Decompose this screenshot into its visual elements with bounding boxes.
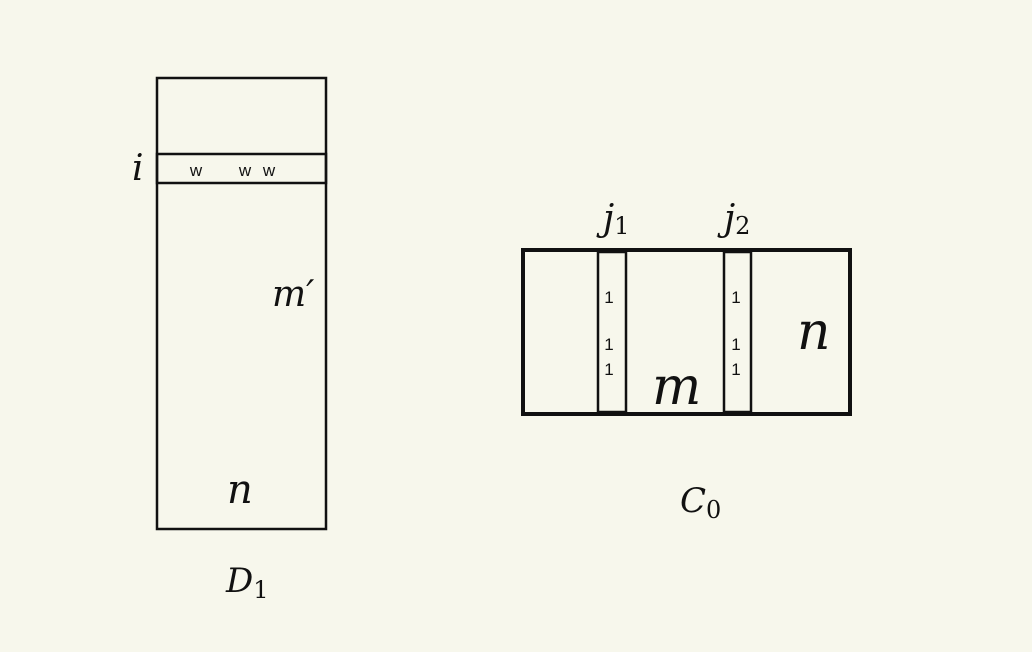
matrix-c0-column-j2 <box>722 250 753 414</box>
height-label-m: m <box>652 357 701 417</box>
matrix-c0: j1 j2 1 1 1 1 1 1 m n C0 <box>521 198 852 524</box>
col1-entry-3: 1 <box>604 360 613 379</box>
row-entry-1: w <box>189 161 203 180</box>
col1-entry-2: 1 <box>604 335 613 354</box>
col1-entry-1: 1 <box>604 288 613 307</box>
matrix-c0-column-j1 <box>596 250 628 414</box>
matrix-d1: i w w w m′ n D1 <box>132 76 328 604</box>
col2-entry-3: 1 <box>731 360 740 379</box>
column-label-j1: j1 <box>596 198 629 240</box>
col2-entry-1: 1 <box>731 288 740 307</box>
width-label-n-right: n <box>797 302 831 362</box>
column-label-j2: j2 <box>717 198 750 240</box>
matrix-label-c0: C0 <box>680 481 721 524</box>
row-label-i: i <box>132 148 144 189</box>
row-entry-2: w <box>238 161 252 180</box>
row-entry-3: w <box>262 161 276 180</box>
col2-entry-2: 1 <box>731 335 740 354</box>
matrix-d1-outline <box>155 76 328 531</box>
matrix-c0-outline <box>521 248 852 416</box>
width-label-n-left: n <box>227 467 253 513</box>
matrix-d1-row-i <box>155 152 328 185</box>
height-label-m-prime: m′ <box>272 274 314 315</box>
matrix-label-d1: D1 <box>225 561 269 604</box>
